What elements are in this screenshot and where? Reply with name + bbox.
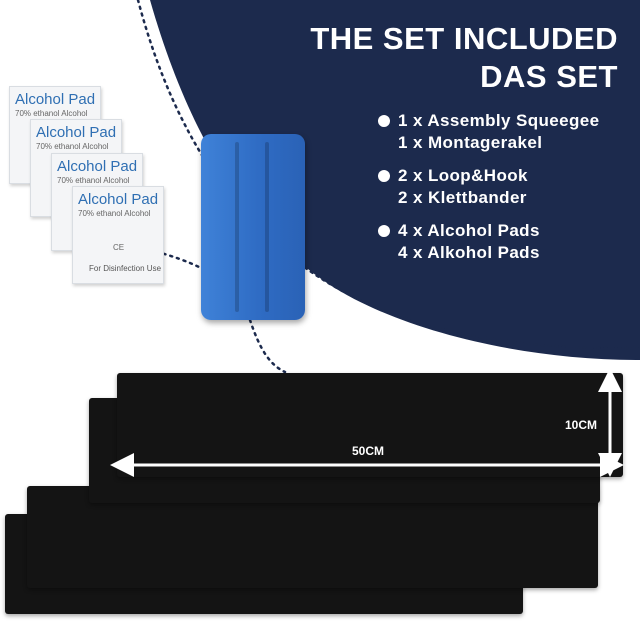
bullet-icon [378,225,390,237]
item-line: 1 x Assembly Squeegee [398,111,600,130]
assembly-squeegee [201,134,305,320]
pad-title: Alcohol Pad [36,124,117,141]
alcohol-pad: Alcohol Pad 70% ethanol Alcohol CE For D… [72,186,164,284]
pad-footer: For Disinfection Use [89,264,162,273]
pad-subtitle: 70% ethanol Alcohol [57,176,130,185]
set-title: THE SET INCLUDED DAS SET [238,20,618,96]
item-line: 1 x Montagerakel [398,133,543,152]
item-line: 2 x Loop&Hook [398,166,528,185]
squeegee-groove [265,142,269,312]
ce-mark: CE [113,243,125,252]
squeegee-groove [235,142,239,312]
item-line: 2 x Klettbander [398,188,527,207]
pad-subtitle: 70% ethanol Alcohol [15,109,88,118]
pad-subtitle: 70% ethanol Alcohol [78,209,151,218]
item-line: 4 x Alcohol Pads [398,221,540,240]
bullet-icon [378,115,390,127]
item-line: 4 x Alkohol Pads [398,243,540,262]
velcro-strip [27,486,598,588]
pad-title: Alcohol Pad [57,158,138,175]
bullet-icon [378,170,390,182]
title-line-german: DAS SET [480,59,618,94]
list-item: 1 x Assembly Squeegee 1 x Montagerakel [376,110,636,154]
pad-subtitle: 70% ethanol Alcohol [36,142,109,151]
list-item: 4 x Alcohol Pads 4 x Alkohol Pads [376,220,636,264]
length-label: 50CM [352,444,385,458]
width-label: 10CM [565,418,598,432]
pad-title: Alcohol Pad [15,91,96,108]
list-item: 2 x Loop&Hook 2 x Klettbander [376,165,636,209]
contents-list: 1 x Assembly Squeegee 1 x Montagerakel 2… [376,110,636,275]
title-line-english: THE SET INCLUDED [310,21,618,56]
pad-title: Alcohol Pad [78,191,159,208]
